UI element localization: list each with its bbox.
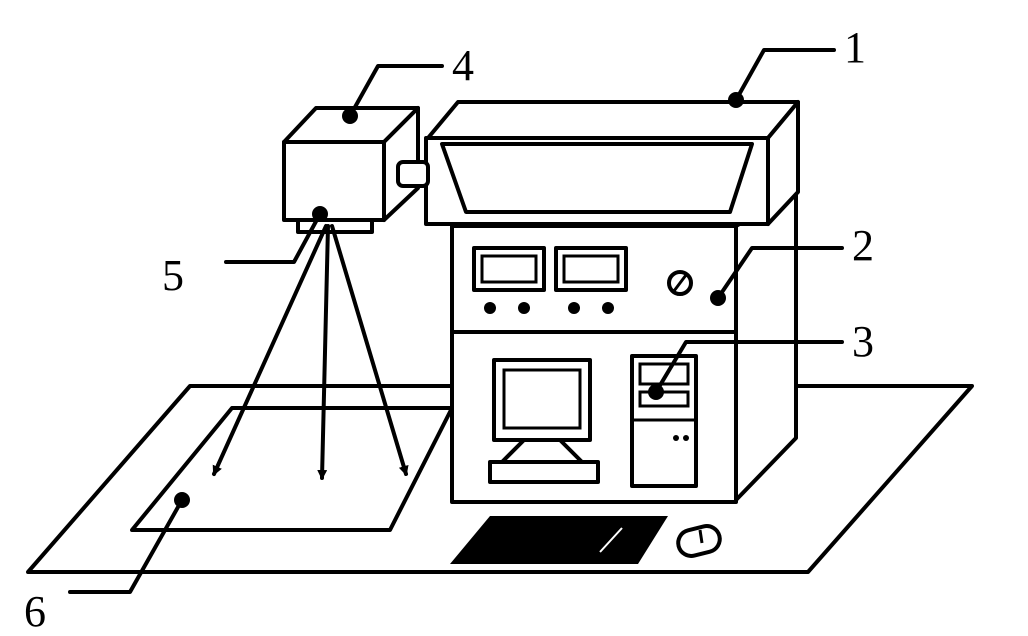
callout-2-dot [710, 290, 726, 306]
ray-arrow [330, 224, 409, 476]
callout-6-leader [68, 498, 184, 594]
hood-top [426, 100, 800, 140]
mouse [676, 524, 722, 558]
monitor-base [488, 460, 600, 484]
callout-6-dot [174, 492, 190, 508]
callout-2-label: 2 [852, 221, 874, 270]
callout-5-dot [312, 206, 328, 222]
meter-left [472, 246, 546, 292]
meter-right [554, 246, 628, 292]
ray-arrow [317, 224, 330, 480]
knob [568, 302, 580, 314]
callout-1-leader [734, 48, 836, 102]
callout-3-label: 3 [852, 317, 874, 366]
callout-4-label: 4 [452, 41, 474, 90]
callout-1-dot [728, 92, 744, 108]
knob [602, 302, 614, 314]
callout-4-leader [348, 64, 444, 118]
knob [484, 302, 496, 314]
callout-3-dot [648, 384, 664, 400]
callout-4-dot [342, 108, 358, 124]
ray-arrow [212, 224, 328, 476]
camera-body [282, 140, 386, 222]
hood-window [440, 142, 754, 214]
callout-1-label: 1 [844, 23, 866, 72]
sample-plate [130, 406, 454, 532]
knob [518, 302, 530, 314]
camera-connector [396, 160, 430, 188]
callout-2-leader [716, 246, 844, 300]
keyboard [450, 516, 668, 564]
callout-5-label: 5 [162, 251, 184, 300]
callout-6-label: 6 [24, 587, 46, 636]
callout-5-leader [224, 212, 322, 264]
callout-3-leader [654, 340, 844, 394]
